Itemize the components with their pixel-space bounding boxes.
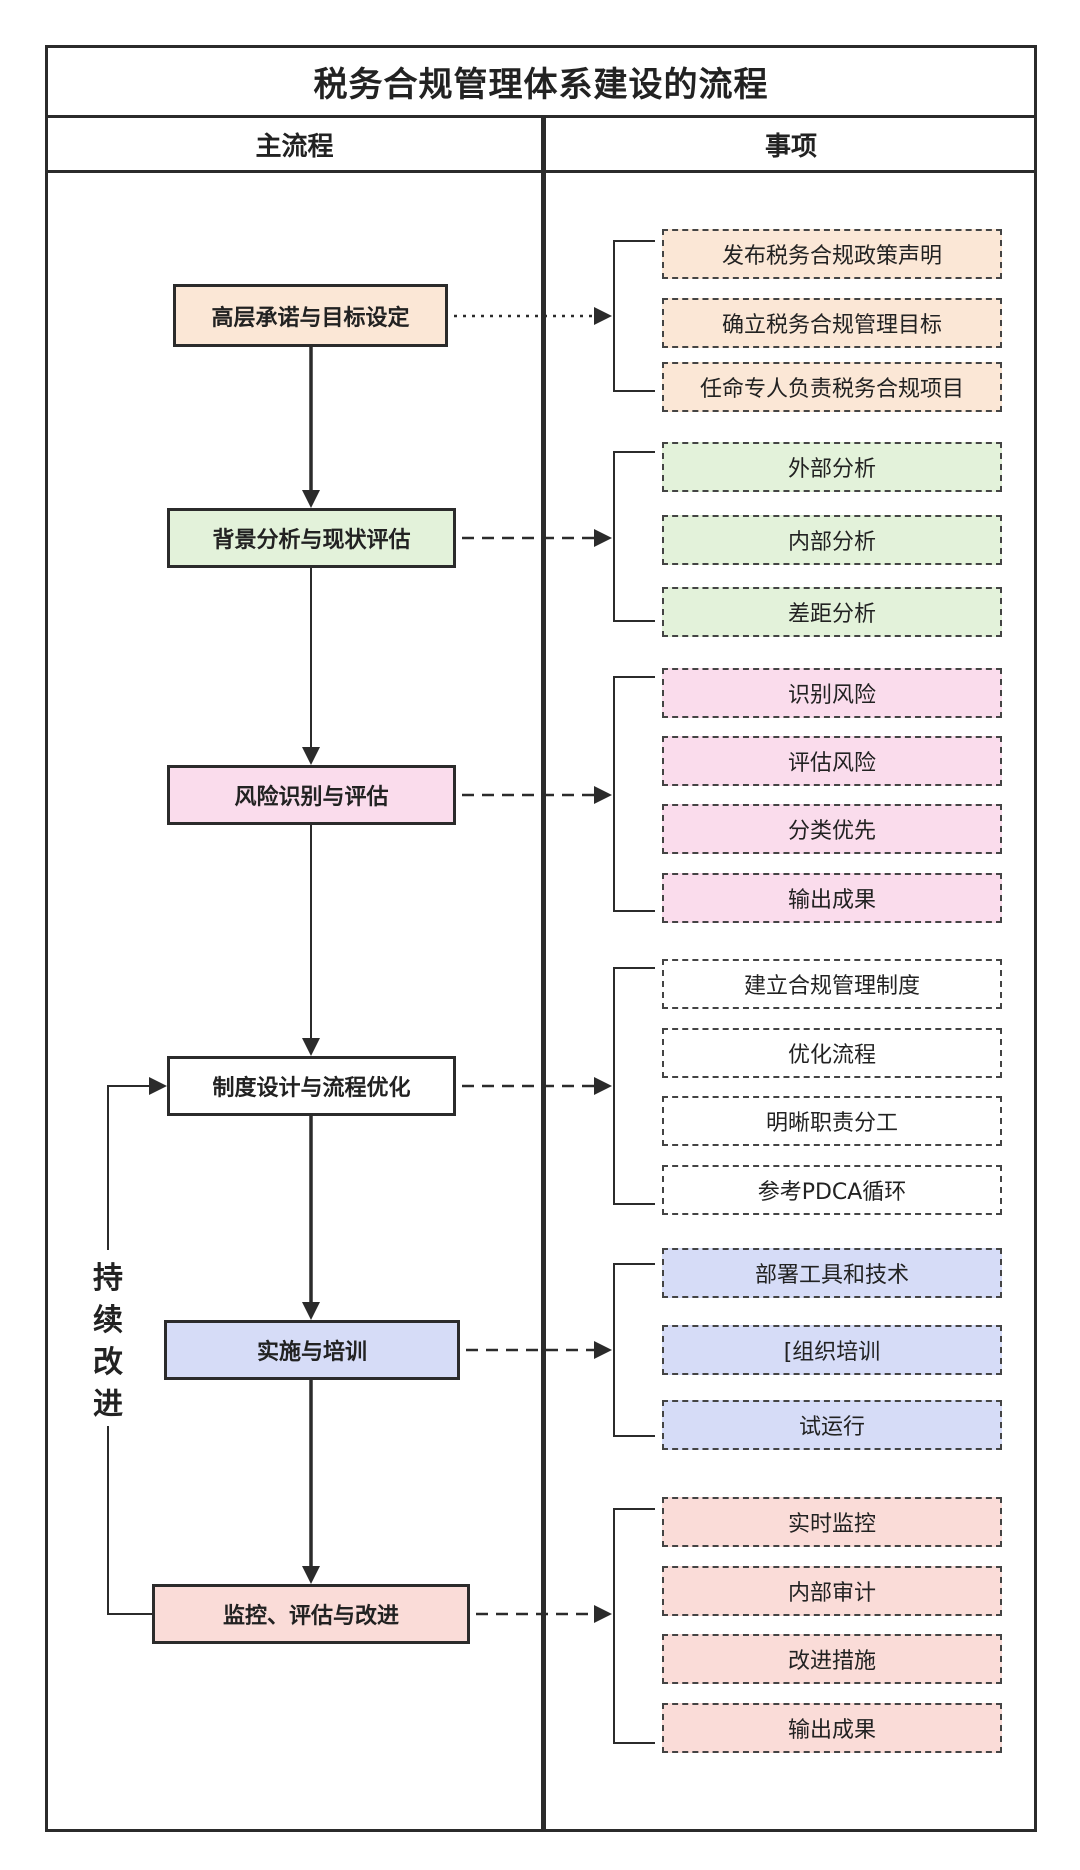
item-bracket-2 — [613, 451, 655, 622]
item-box: 输出成果 — [662, 1703, 1002, 1753]
item-label: 识别风险 — [787, 683, 876, 708]
item-label: 建立合规管理制度 — [743, 974, 920, 999]
step-box-6: 监控、评估与改进 — [152, 1584, 470, 1644]
loop-label: 持 续 改 进 — [88, 1258, 128, 1426]
item-bracket-5 — [613, 1263, 655, 1437]
diagram-title: 税务合规管理体系建设的流程 — [313, 65, 769, 105]
item-label: 输出成果 — [787, 888, 876, 913]
flow-arrow-head-5 — [302, 1566, 320, 1584]
item-box: 差距分析 — [662, 587, 1002, 637]
step-label: 实施与培训 — [256, 1340, 367, 1365]
item-box: 评估风险 — [662, 736, 1002, 786]
item-box: 参考PDCA循环 — [662, 1165, 1002, 1215]
step-box-2: 背景分析与现状评估 — [167, 508, 456, 568]
title-bar: 税务合规管理体系建设的流程 — [48, 48, 1034, 118]
step-box-4: 制度设计与流程优化 — [167, 1056, 456, 1116]
column-header-main: 主流程 — [255, 131, 334, 162]
item-label: 实时监控 — [787, 1512, 876, 1537]
step-label: 背景分析与现状评估 — [212, 528, 411, 553]
step-label: 高层承诺与目标设定 — [211, 305, 410, 331]
connector-arrow-4 — [594, 1077, 612, 1095]
loop-arrow-head — [149, 1077, 167, 1095]
item-box: 建立合规管理制度 — [662, 959, 1002, 1009]
item-box: 分类优先 — [662, 804, 1002, 854]
connector-arrow-2 — [594, 529, 612, 547]
item-label: 内部审计 — [787, 1581, 876, 1606]
item-label: 试运行 — [798, 1415, 865, 1440]
loop-line-upper — [107, 1085, 150, 1250]
item-label: 参考PDCA循环 — [757, 1180, 907, 1205]
item-box: 识别风险 — [662, 668, 1002, 718]
item-label: 优化流程 — [787, 1043, 876, 1068]
diagram-frame: 税务合规管理体系建设的流程 主流程 事项 — [45, 45, 1037, 1832]
item-box: 输出成果 — [662, 873, 1002, 923]
connector-arrow-1 — [594, 307, 612, 325]
item-label: 内部分析 — [787, 530, 876, 555]
item-box: 部署工具和技术 — [662, 1248, 1002, 1298]
item-label: 明晰职责分工 — [765, 1111, 898, 1136]
item-label: 差距分析 — [787, 602, 876, 627]
step-box-3: 风险识别与评估 — [167, 765, 456, 825]
item-label: 评估风险 — [787, 751, 876, 776]
item-bracket-6 — [613, 1508, 655, 1744]
item-label: 改进措施 — [787, 1649, 876, 1674]
loop-char: 续 — [93, 1303, 123, 1338]
connector-arrow-6 — [594, 1605, 612, 1623]
loop-char: 改 — [93, 1345, 123, 1380]
column-divider — [541, 118, 546, 1829]
step-label: 风险识别与评估 — [234, 785, 389, 810]
item-box: 试运行 — [662, 1400, 1002, 1450]
item-box: 优化流程 — [662, 1028, 1002, 1078]
item-bracket-4 — [613, 967, 655, 1205]
loop-line-lower — [107, 1390, 152, 1615]
connector-arrow-3 — [594, 786, 612, 804]
flow-arrow-head-4 — [302, 1302, 320, 1320]
item-label: [组织培训 — [783, 1340, 881, 1365]
item-box: 实时监控 — [662, 1497, 1002, 1547]
item-label: 部署工具和技术 — [754, 1263, 909, 1288]
step-box-1: 高层承诺与目标设定 — [173, 284, 448, 347]
item-label: 任命专人负责税务合规项目 — [699, 377, 964, 402]
item-box: 明晰职责分工 — [662, 1096, 1002, 1146]
item-box: 发布税务合规政策声明 — [662, 229, 1002, 279]
connector-arrow-5 — [594, 1341, 612, 1359]
item-label: 发布税务合规政策声明 — [721, 244, 942, 269]
flow-arrow-head-1 — [302, 490, 320, 508]
step-label: 制度设计与流程优化 — [212, 1076, 411, 1101]
item-bracket-3 — [613, 676, 655, 912]
item-label: 输出成果 — [787, 1718, 876, 1743]
item-box: 改进措施 — [662, 1634, 1002, 1684]
item-box: 确立税务合规管理目标 — [662, 298, 1002, 348]
flow-arrow-head-3 — [302, 1038, 320, 1056]
step-box-5: 实施与培训 — [164, 1320, 460, 1380]
item-bracket-1 — [613, 240, 655, 392]
item-label: 确立税务合规管理目标 — [721, 313, 942, 338]
item-box: 外部分析 — [662, 442, 1002, 492]
item-label: 外部分析 — [787, 457, 876, 482]
step-label: 监控、评估与改进 — [222, 1604, 399, 1629]
item-label: 分类优先 — [787, 819, 876, 844]
item-box: [组织培训 — [662, 1325, 1002, 1375]
column-header-items: 事项 — [764, 131, 817, 162]
item-box: 任命专人负责税务合规项目 — [662, 362, 1002, 412]
item-box: 内部分析 — [662, 515, 1002, 565]
loop-char: 进 — [93, 1387, 123, 1422]
loop-char: 持 — [93, 1261, 123, 1296]
item-box: 内部审计 — [662, 1566, 1002, 1616]
flow-arrow-head-2 — [302, 747, 320, 765]
